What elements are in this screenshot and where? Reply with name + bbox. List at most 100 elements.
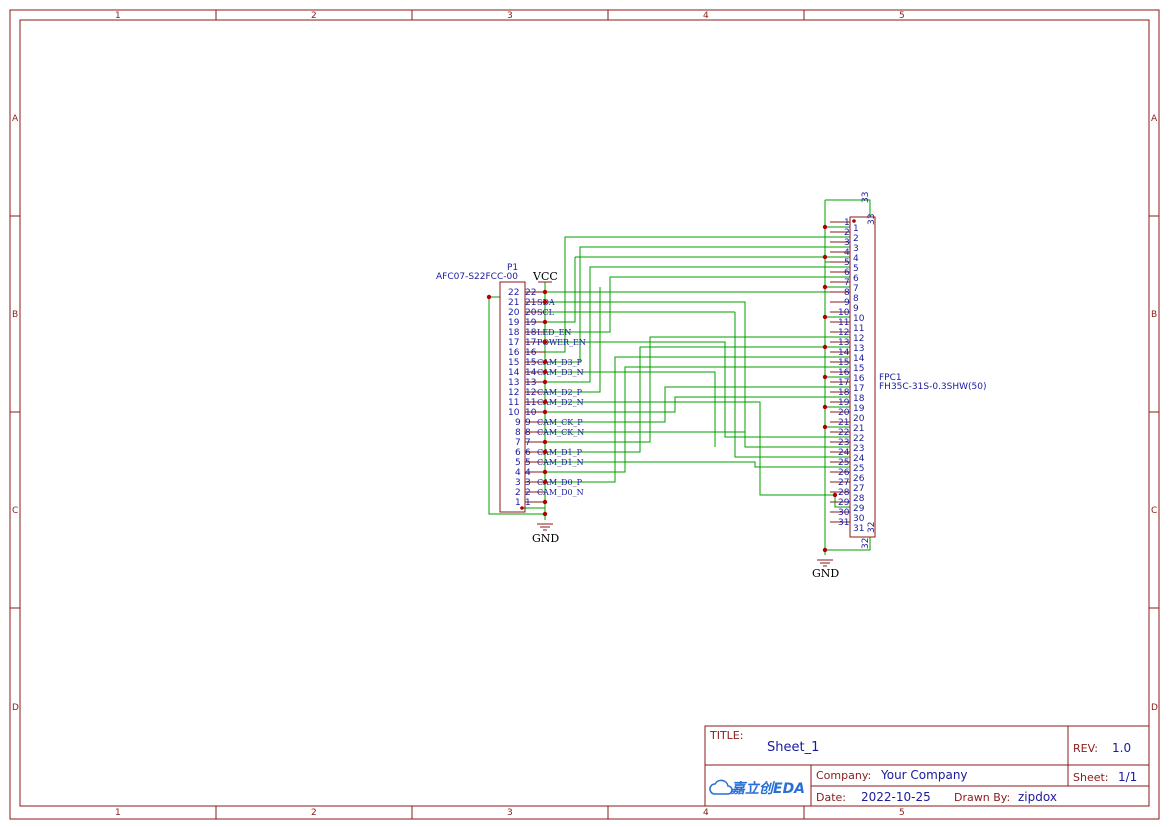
p1-pin-number-right: 11 <box>525 398 536 408</box>
gnd2-label: GND <box>812 567 839 580</box>
wire-fpc-22 <box>545 341 850 438</box>
p1-net-label: CAM_D2_N <box>537 398 584 407</box>
column-marker-top: 5 <box>899 11 905 21</box>
p1-designator: P1 <box>507 263 518 273</box>
p1-pin-number: 16 <box>508 348 520 358</box>
fpc1-pin-number-left: 20 <box>838 408 850 418</box>
junction-dot <box>542 449 548 455</box>
p1-pin-number-right: 7 <box>525 438 531 448</box>
p1-pin-number-right: 2 <box>525 488 531 498</box>
row-marker-right: A <box>1151 114 1158 124</box>
fpc1-pin-number-left: 12 <box>838 328 849 338</box>
fpc1-pin-number-left: 9 <box>844 298 850 308</box>
p1-pin-number-right: 13 <box>525 378 536 388</box>
fpc1-pin-number-left: 15 <box>838 358 849 368</box>
fpc-top-gnd <box>825 199 871 217</box>
p1-pin-number: 13 <box>508 378 519 388</box>
p1-pin-number: 7 <box>515 438 521 448</box>
gnd-symbol-fpc1: GND <box>812 559 839 580</box>
fpc1-pin-number-right: 7 <box>853 284 859 294</box>
p1-net-label: LED_EN <box>537 328 571 337</box>
p1-pin-number: 4 <box>515 468 521 478</box>
p1-pin-number-right: 3 <box>525 478 531 488</box>
wire-d1-p <box>545 336 850 443</box>
fpc1-pin-number-right: 10 <box>853 314 865 324</box>
wire-power-en <box>545 276 850 333</box>
fpc1-pin-number-right: 16 <box>853 374 865 384</box>
p1-pin-number: 15 <box>508 358 519 368</box>
rev-value: 1.0 <box>1112 741 1131 755</box>
p1-pin-number: 17 <box>508 338 519 348</box>
p1-pin-number: 8 <box>515 428 521 438</box>
p1-connector: P1 AFC07-S22FCC-00 22222121SDA2020SCL191… <box>436 263 586 513</box>
p1-pin-number-right: 16 <box>525 348 537 358</box>
fpc1-pin-number-right: 12 <box>853 334 864 344</box>
fpc1-pin-number-right: 14 <box>853 354 865 364</box>
fpc1-pin32-inner: 32 <box>867 522 877 533</box>
p1-pin-number-right: 19 <box>525 318 537 328</box>
p1-pin-number: 6 <box>515 448 521 458</box>
column-marker-top: 3 <box>507 11 513 21</box>
wire-fpc-28 <box>545 401 835 496</box>
company-value: Your Company <box>880 768 968 782</box>
p1-pin-number: 14 <box>508 368 520 378</box>
p1-pin-number-right: 5 <box>525 458 531 468</box>
fpc1-pin-number-left: 14 <box>838 348 850 358</box>
drawn-by-value: zipdox <box>1018 790 1057 804</box>
wire-fpc-23-branch <box>545 371 716 447</box>
p1-pin-number-right: 15 <box>525 358 536 368</box>
fpc1-pin33-top: 33 <box>861 192 871 203</box>
p1-pin-number: 12 <box>508 388 519 398</box>
fpc1-pin-number-right: 1 <box>853 224 859 234</box>
fpc1-pin-number-right: 18 <box>853 394 865 404</box>
junction-dot <box>542 399 548 405</box>
wire-d2-n <box>545 287 601 393</box>
fpc1-pin-number-left: 23 <box>838 438 849 448</box>
p1-net-label: CAM_CK_N <box>537 428 584 437</box>
fpc1-pin-number-left: 8 <box>844 288 850 298</box>
p1-net-label: SCL <box>537 308 555 317</box>
column-marker-bottom: 1 <box>115 808 121 818</box>
fpc1-pin-number-left: 30 <box>838 508 850 518</box>
fpc1-pin-number-right: 28 <box>853 494 865 504</box>
p1-pin-number-right: 22 <box>525 288 536 298</box>
junction-dot <box>542 359 548 365</box>
fpc1-pin-number-left: 4 <box>844 248 850 258</box>
fpc1-pin-number-right: 17 <box>853 384 864 394</box>
p1-pin-number-right: 8 <box>525 428 531 438</box>
fpc1-pin-number-left: 19 <box>838 398 850 408</box>
junction-dot <box>822 547 828 553</box>
sheet-label: Sheet: <box>1073 771 1109 784</box>
title-block-box <box>704 725 1150 807</box>
p1-pin-number-right: 10 <box>525 408 537 418</box>
company-label: Company: <box>816 769 871 782</box>
rev-label: REV: <box>1073 742 1098 755</box>
column-marker-bottom: 4 <box>703 808 709 818</box>
p1-pin-number-right: 9 <box>525 418 531 428</box>
p1-pin-number: 22 <box>508 288 519 298</box>
fpc1-pin-number-right: 27 <box>853 484 864 494</box>
column-marker-top: 2 <box>311 11 317 21</box>
eda-logo: 嘉立创EDA <box>709 779 805 797</box>
fpc1-pin-number-left: 7 <box>844 278 850 288</box>
wire-d3-n <box>545 246 850 363</box>
p1-net-label: CAM_D3_N <box>537 368 584 377</box>
fpc1-pin-number-right: 9 <box>853 304 859 314</box>
fpc1-pin-number-right: 31 <box>853 524 864 534</box>
p1-pin1-marker <box>520 506 524 510</box>
fpc1-pin-number-right: 30 <box>853 514 865 524</box>
fpc1-pin-number-left: 10 <box>838 308 850 318</box>
fpc1-body <box>849 216 876 538</box>
junction-dot <box>822 314 828 320</box>
fpc1-pin-number-left: 3 <box>844 238 850 248</box>
p1-net-label: CAM_D0_P <box>537 478 583 487</box>
fpc1-pin-number-left: 27 <box>838 478 849 488</box>
p1-pin-number: 18 <box>508 328 520 338</box>
title-label: TITLE: <box>709 729 743 742</box>
gnd1-label: GND <box>532 532 559 545</box>
junction-dot <box>542 339 548 345</box>
p1-pin-number-right: 4 <box>525 468 531 478</box>
p1-pin-number-right: 21 <box>525 298 536 308</box>
junction-dot <box>542 469 548 475</box>
wire-ck-n <box>545 386 850 423</box>
